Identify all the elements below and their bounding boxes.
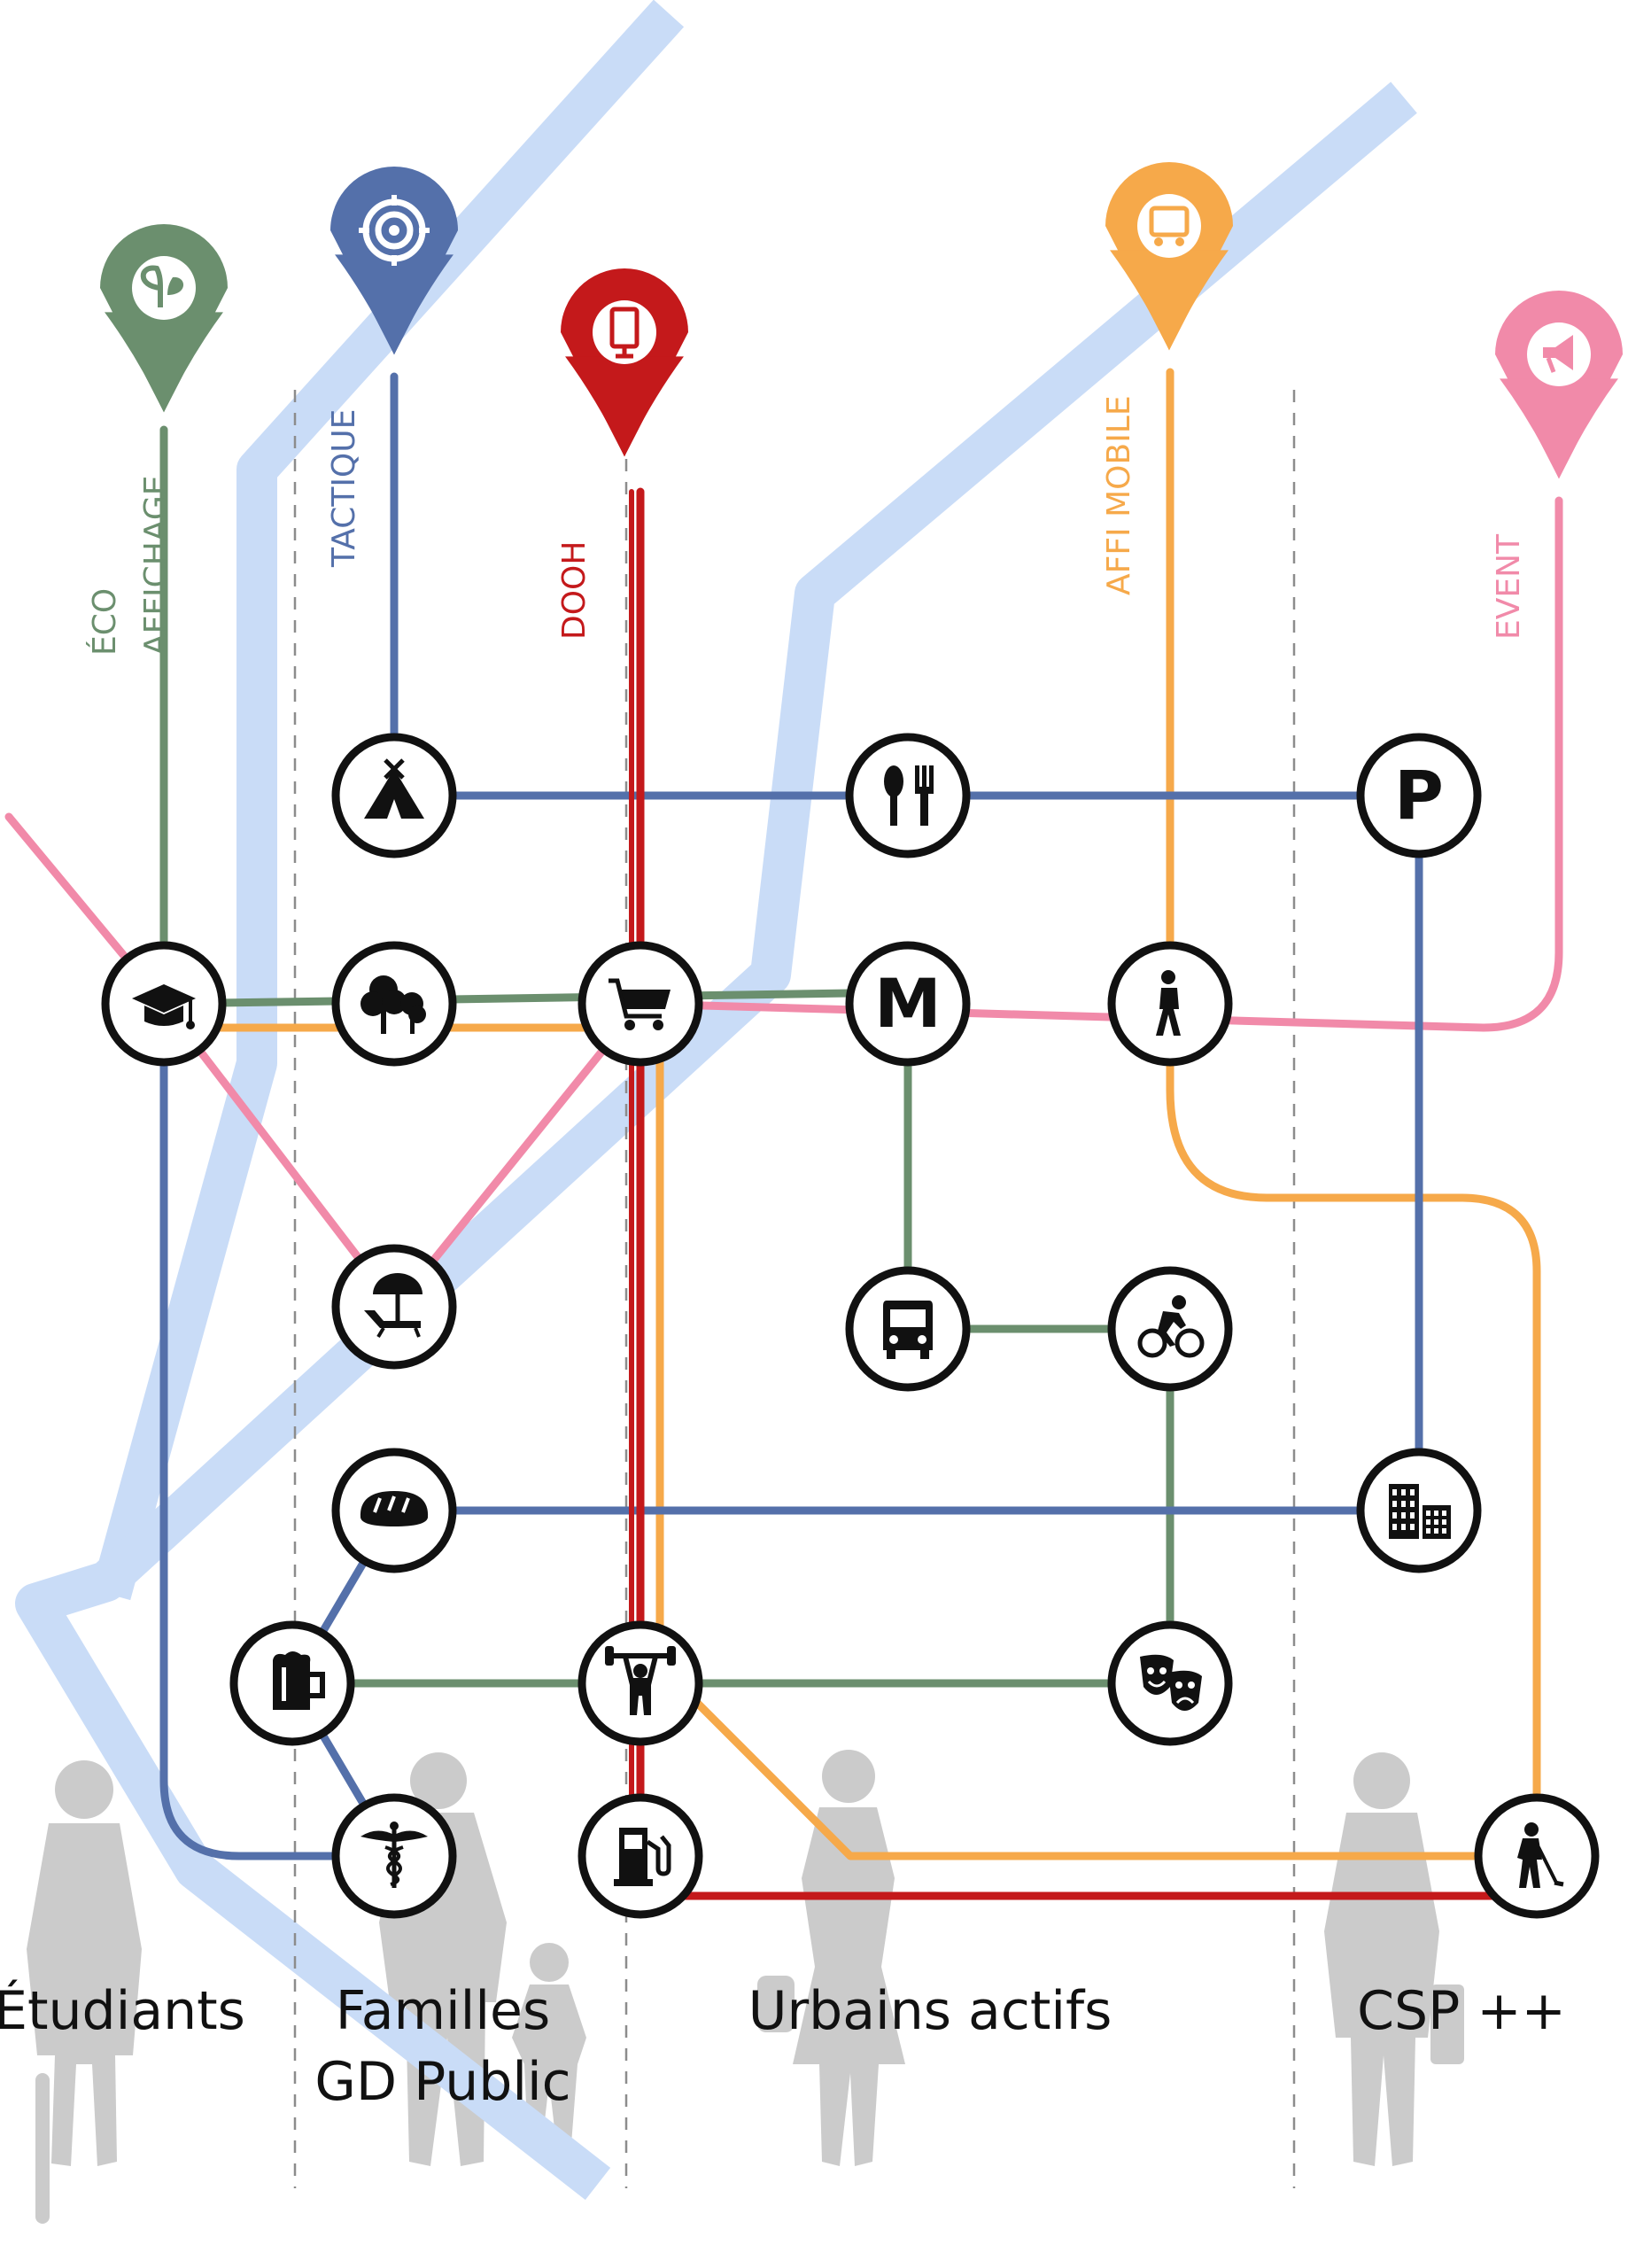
pin-affi-mobile xyxy=(1105,162,1233,351)
golfer-icon xyxy=(1517,1822,1564,1888)
station-park xyxy=(331,941,457,1067)
pin-label-line: AFFI MOBILE xyxy=(1101,395,1137,595)
station-restaurant xyxy=(845,733,971,858)
segment-label-line: GD Public xyxy=(314,2051,570,2113)
bicycle-icon xyxy=(1137,1295,1205,1358)
bus-icon xyxy=(883,1301,933,1359)
segment-label-familles: Familles GD Public xyxy=(314,1980,570,2113)
target-icon xyxy=(359,195,430,266)
office-buildings-icon xyxy=(1389,1484,1451,1539)
pin-tactique xyxy=(330,167,458,355)
station-health xyxy=(331,1793,457,1919)
megaphone-icon xyxy=(1527,322,1591,386)
graduation-cap-icon xyxy=(132,984,196,1029)
trees-icon xyxy=(360,975,426,1034)
pin-label-affi-mobile: AFFI MOBILE xyxy=(1101,395,1137,595)
tent-icon xyxy=(364,758,424,819)
shopping-cart-icon xyxy=(609,978,671,1030)
pin-label-tactique: TACTIQUE xyxy=(326,409,362,568)
station-shopping xyxy=(578,941,703,1067)
pin-dooh xyxy=(561,268,688,457)
pin-label-line: EVENT xyxy=(1491,533,1527,640)
tactique-line xyxy=(159,372,1423,1860)
segment-label-line: Familles xyxy=(336,1980,550,2042)
metro-glyph: M xyxy=(874,964,942,1043)
station-ring xyxy=(1107,1266,1233,1392)
station-metro: M xyxy=(845,941,971,1067)
digital-screen-icon xyxy=(593,300,656,364)
station-ring xyxy=(1356,733,1482,858)
station-university xyxy=(101,941,227,1067)
beer-mug-icon xyxy=(273,1651,325,1710)
pin-label-eco: ÉCO AFFICHAGE xyxy=(86,475,174,656)
station-pedestrian xyxy=(1107,941,1233,1067)
affi-mobile-line xyxy=(159,368,1541,1865)
cutlery-icon xyxy=(884,765,934,826)
station-beach xyxy=(331,1244,457,1370)
station-gym xyxy=(578,1620,703,1746)
parking-glyph: P xyxy=(1394,756,1444,835)
station-ring xyxy=(331,1244,457,1370)
leaves-icon xyxy=(132,256,196,320)
bread-icon xyxy=(360,1491,429,1526)
fuel-pump-icon xyxy=(614,1828,671,1886)
river-branch-west xyxy=(90,0,685,1601)
river-branch-east xyxy=(15,82,1417,2201)
caduceus-icon xyxy=(360,1821,428,1888)
station-golf xyxy=(1474,1793,1600,1919)
pin-label-dooh: DOOH xyxy=(556,541,593,640)
segment-label-urbains: Urbains actifs xyxy=(748,1980,1112,2042)
beach-umbrella-icon xyxy=(364,1273,423,1339)
mobile-billboard-icon xyxy=(1137,194,1201,258)
station-bar xyxy=(229,1620,355,1746)
pin-label-line: AFFICHAGE xyxy=(138,475,174,656)
station-parking: P xyxy=(1356,733,1482,858)
pin-label-line: TACTIQUE xyxy=(326,409,362,568)
station-campsite xyxy=(331,733,457,858)
metro-icon: M xyxy=(874,964,942,1043)
station-bakery xyxy=(331,1448,457,1573)
pin-label-line: DOOH xyxy=(556,541,593,640)
segment-label-line: Étudiants xyxy=(0,1978,245,2042)
station-theatre xyxy=(1107,1620,1233,1746)
river-shape xyxy=(15,0,1417,2201)
student-silhouette xyxy=(27,1760,142,2224)
segment-label-csp: CSP ++ xyxy=(1357,1980,1566,2042)
station-ring xyxy=(845,941,971,1067)
segment-label-line: Urbains actifs xyxy=(748,1980,1112,2042)
parking-icon: P xyxy=(1394,756,1444,835)
station-fuel xyxy=(578,1793,703,1919)
segment-label-line: CSP ++ xyxy=(1357,1980,1566,2042)
walking-person-icon xyxy=(1156,970,1181,1036)
theatre-masks-icon xyxy=(1140,1654,1202,1711)
urban-woman-silhouette xyxy=(757,1750,905,2166)
station-bus xyxy=(845,1266,971,1392)
businessman-silhouette xyxy=(1324,1752,1464,2166)
station-ring xyxy=(845,733,971,858)
pin-label-line: ÉCO xyxy=(86,588,123,656)
pin-label-event: EVENT xyxy=(1491,533,1527,640)
pin-eco xyxy=(100,224,228,413)
pin-event xyxy=(1495,291,1623,479)
station-offices xyxy=(1356,1448,1482,1573)
segment-label-etudiants: Étudiants xyxy=(0,1978,245,2042)
station-cycling xyxy=(1107,1266,1233,1392)
weightlifter-icon xyxy=(605,1646,676,1715)
